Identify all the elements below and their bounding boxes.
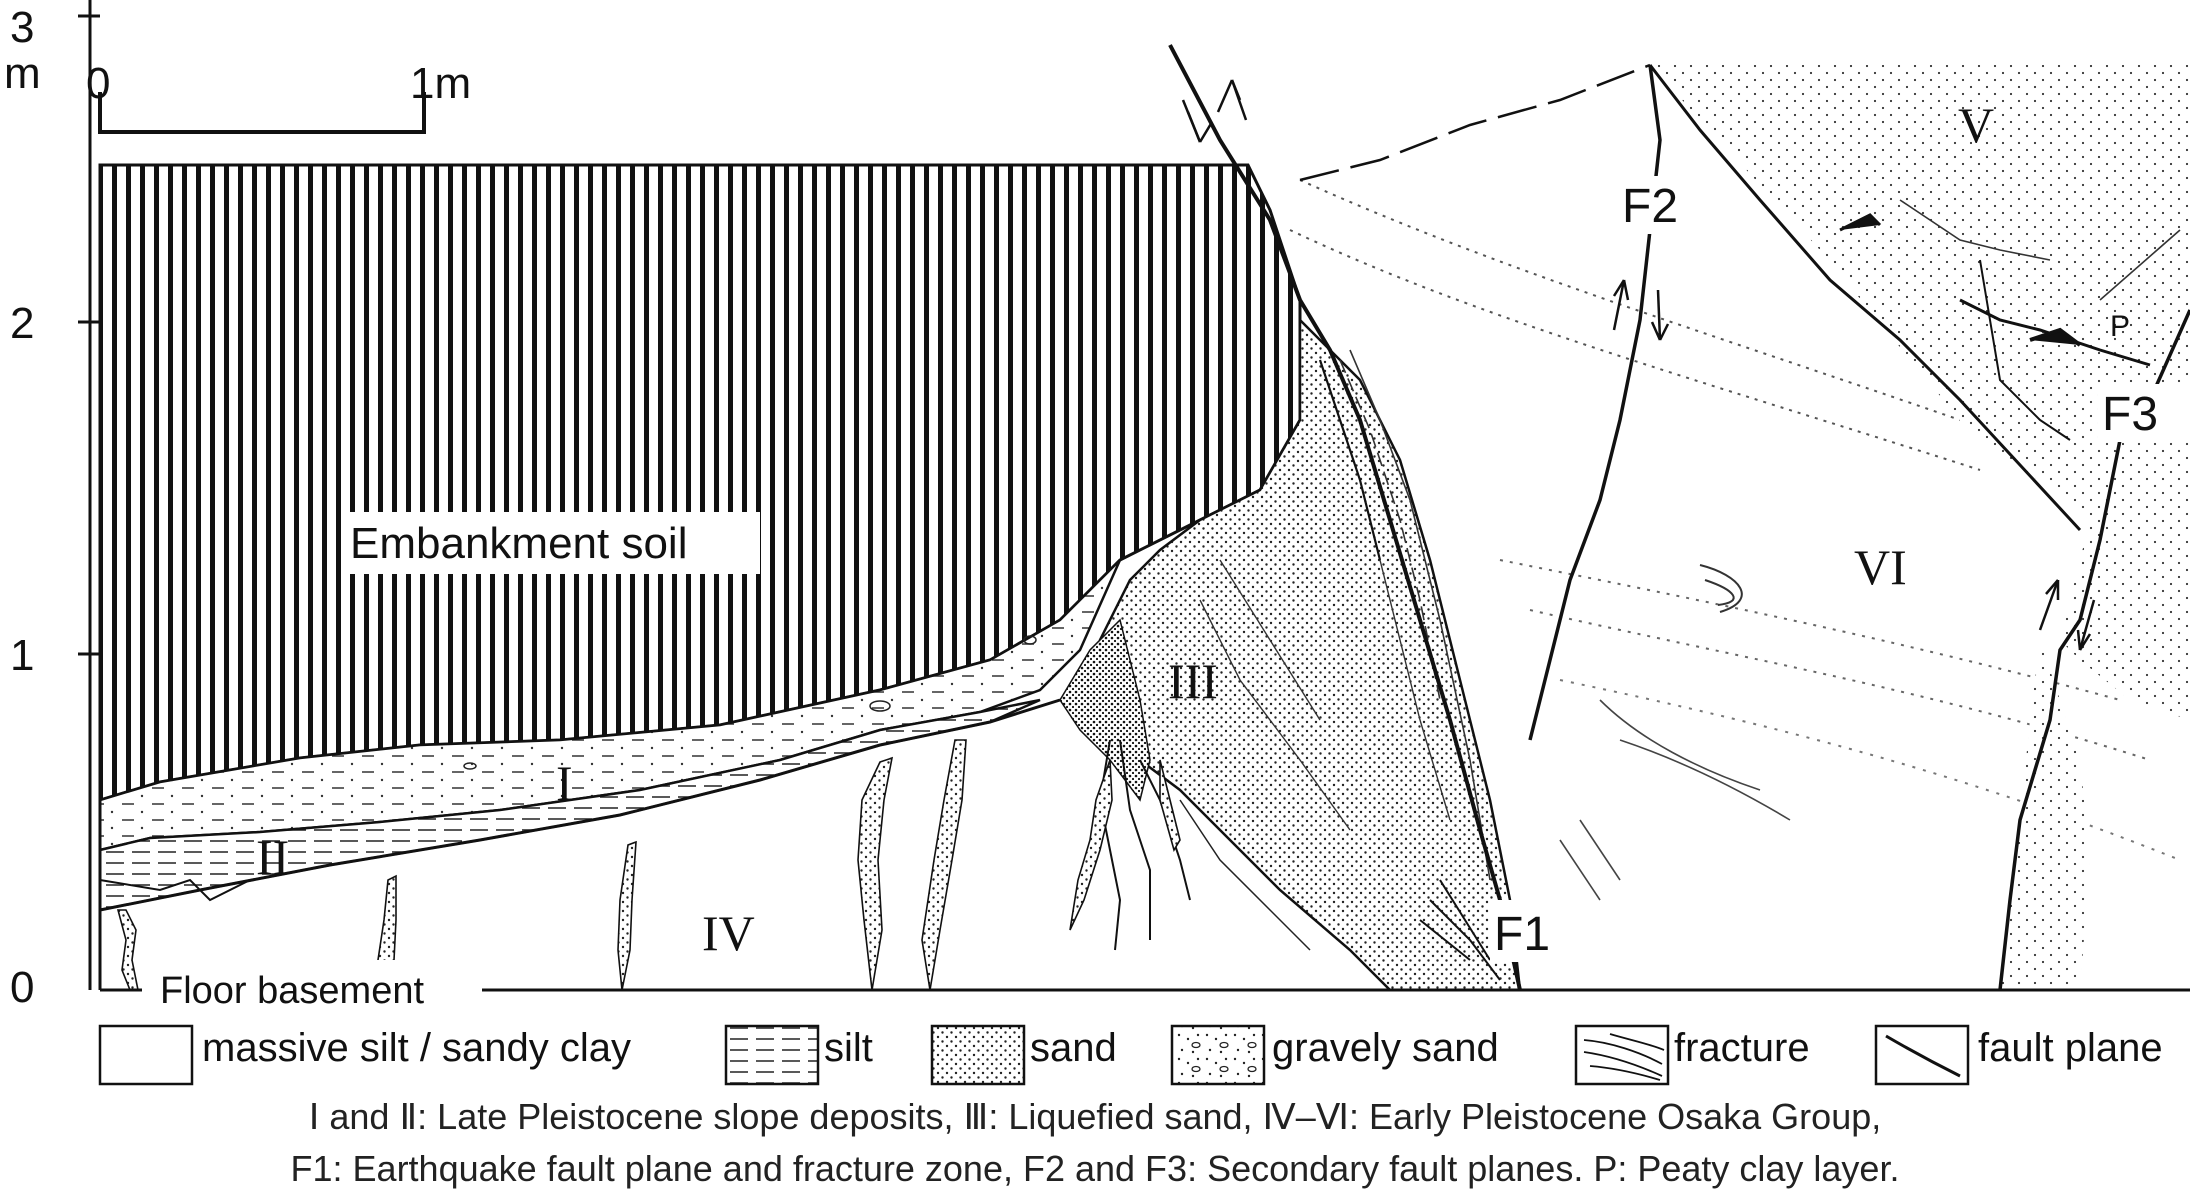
- fault-F1: [1168, 44, 1522, 991]
- label-fault-F1: F1: [1494, 908, 1550, 961]
- fault-F2: [1528, 64, 1670, 741]
- label-unit-V: V: [1958, 97, 1994, 153]
- axis-tick-3: 3: [10, 3, 34, 52]
- legend-label-silt: silt: [824, 1026, 873, 1070]
- label-fault-F3: F3: [2102, 388, 2158, 441]
- label-unit-VI: VI: [1854, 539, 1907, 595]
- label-unit-IV: IV: [702, 905, 755, 961]
- unit-III-body: [1059, 316, 1522, 992]
- scale-bar-start: 0: [86, 59, 110, 108]
- legend-swatch-fracture: [1574, 1024, 1670, 1086]
- caption-line-2: F1: Earthquake fault plane and fracture …: [290, 1148, 1900, 1189]
- legend-label-gravely-sand: gravely sand: [1272, 1026, 1499, 1070]
- legend-label-sand: sand: [1030, 1026, 1117, 1070]
- vertical-scale-axis: 3 m 2 1 0: [4, 0, 100, 1012]
- label-unit-III: III: [1168, 653, 1218, 709]
- legend-label-fault-plane: fault plane: [1978, 1026, 2163, 1070]
- label-peat-P: P: [2110, 310, 2130, 343]
- legend-swatch-gravely-sand: [1170, 1024, 1266, 1086]
- upper-wedge: [1170, 45, 1651, 200]
- diagram-labels: Embankment soil Floor basement I II III …: [160, 97, 2190, 1012]
- axis-tick-1: 1: [10, 631, 34, 680]
- scale-bar: 0 1m: [86, 59, 471, 134]
- boundary-lines: [99, 698, 1061, 912]
- label-unit-II: II: [256, 829, 289, 885]
- legend-swatch-fault-plane: [1874, 1024, 1970, 1086]
- axis-unit: m: [4, 49, 41, 98]
- label-embankment: Embankment soil: [350, 519, 687, 568]
- legend: [98, 1024, 1970, 1086]
- scale-bar-end: 1m: [410, 59, 471, 108]
- axis-tick-0: 0: [10, 963, 34, 1012]
- legend-label-massive-silt: massive silt / sandy clay: [202, 1026, 632, 1070]
- label-fault-F2: F2: [1622, 180, 1678, 233]
- caption-line-1: Ⅰ and Ⅱ: Late Pleistocene slope deposits…: [308, 1096, 1882, 1137]
- label-unit-I: I: [556, 755, 573, 811]
- axis-tick-2: 2: [10, 299, 34, 348]
- floor-basement-line: [98, 165, 2190, 1010]
- unit-IV-body: [100, 712, 1460, 990]
- sand-dikes: [116, 739, 1311, 994]
- legend-swatch-silt: [724, 1024, 820, 1086]
- legend-swatch-sand: [930, 1024, 1026, 1086]
- label-floor-basement: Floor basement: [160, 970, 424, 1012]
- legend-swatch-massive-silt: [98, 1024, 194, 1086]
- legend-label-fracture: fracture: [1674, 1026, 1810, 1070]
